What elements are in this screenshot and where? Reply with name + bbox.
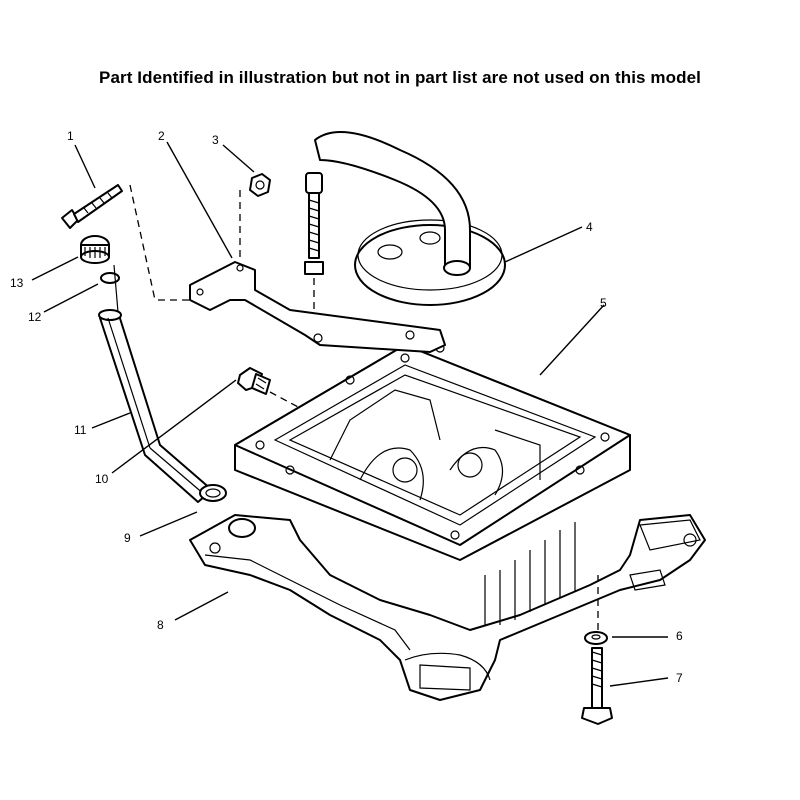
- part-2-bracket: [158, 190, 446, 353]
- part-12-o-ring: [100, 272, 120, 284]
- part-7-bolt: [581, 647, 613, 725]
- part-4-breather-cover: [314, 131, 506, 306]
- leader-lines: [31, 141, 669, 687]
- callout-labels: 1 2 3 4 5 6 7 8 9 10 11 12 13: [10, 129, 683, 685]
- callout-9: 9: [124, 531, 131, 545]
- long-bolt: [304, 172, 324, 335]
- page-title: Part Identified in illustration but not …: [99, 68, 701, 87]
- callout-5: 5: [600, 296, 607, 310]
- part-5-gasket-housing: [234, 343, 631, 561]
- callout-4: 4: [586, 220, 593, 234]
- part-13-dipstick-cap: [80, 235, 110, 264]
- callout-11: 11: [74, 423, 87, 437]
- callout-12: 12: [28, 310, 42, 324]
- callout-2: 2: [158, 129, 165, 143]
- part-10-plug: [237, 367, 301, 409]
- part-1-screw: [61, 184, 156, 301]
- part-6-washer: [584, 575, 608, 645]
- part-3-nut: [249, 173, 271, 197]
- callout-7: 7: [676, 671, 683, 685]
- callout-3: 3: [212, 133, 219, 147]
- callout-6: 6: [676, 629, 683, 643]
- callout-13: 13: [10, 276, 24, 290]
- part-9-grommet: [199, 484, 256, 538]
- callout-1: 1: [67, 129, 74, 143]
- callout-10: 10: [95, 472, 109, 486]
- callout-8: 8: [157, 618, 164, 632]
